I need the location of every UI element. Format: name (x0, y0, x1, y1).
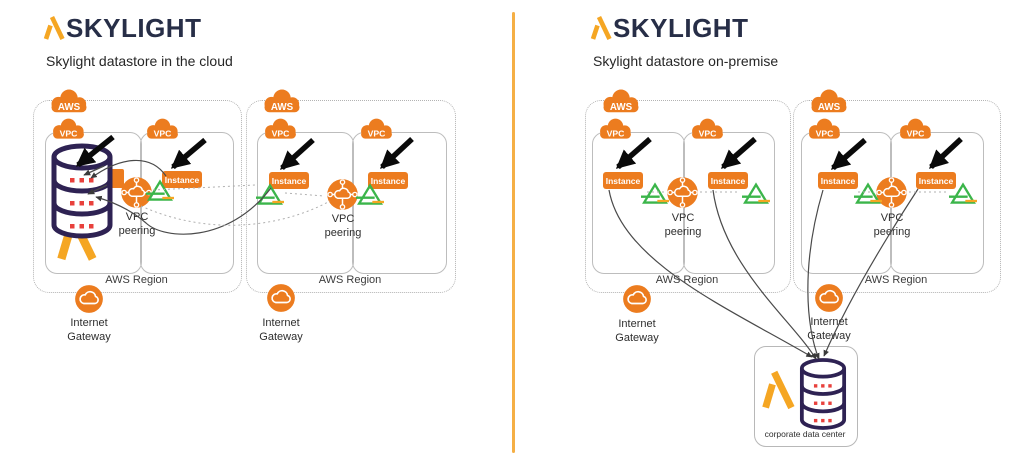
skylight-triangle-icon (641, 182, 669, 204)
skylight-lambda-icon (762, 370, 795, 410)
vpc-cloud-badge: VPC (53, 118, 84, 139)
aws-region-label: AWS Region (318, 274, 382, 286)
aws-cloud-badge: AWS (264, 89, 300, 113)
internet-gateway-icon (75, 285, 103, 313)
panel-divider (512, 12, 515, 453)
vpc-badge-label: VPC (816, 128, 834, 138)
vpc-badge-label: VPC (907, 128, 925, 138)
skylight-logo-text: SKYLIGHT (613, 13, 749, 44)
vpc-badge-label: VPC (154, 128, 172, 138)
instance-label: Instance (918, 175, 954, 186)
instance-badge: Instance (708, 172, 748, 189)
internet-gateway-icon (623, 285, 651, 313)
instance-label: Instance (710, 175, 746, 186)
instance-badge: Instance (162, 171, 202, 188)
right-panel-subtitle: Skylight datastore on-premise (593, 53, 779, 69)
vpc-cloud-badge: VPC (692, 118, 723, 139)
vpc-cloud-badge: VPC (147, 118, 178, 139)
vpc-badge-label: VPC (272, 128, 290, 138)
instance-label: Instance (820, 175, 856, 186)
vpc-peering-icon (667, 177, 698, 208)
vpc-cloud-badge: VPC (361, 118, 392, 139)
skylight-lambda-logo-icon (590, 16, 612, 40)
vpc-peering-icon (327, 179, 358, 210)
internet-gateway-icon (815, 284, 843, 312)
vpc-badge-label: VPC (607, 128, 625, 138)
instance-badge: Instance (269, 172, 309, 189)
instance-label: Instance (605, 175, 641, 186)
skylight-logo-text: SKYLIGHT (66, 13, 202, 44)
aws-region-label: AWS Region (655, 274, 719, 286)
skylight-lambda-logo-icon (43, 16, 65, 40)
aws-cloud-badge: AWS (51, 89, 87, 113)
aws-badge-label: AWS (58, 102, 81, 113)
aws-badge-label: AWS (271, 102, 294, 113)
corporate-data-center-label: corporate data center (764, 429, 846, 439)
instance-badge: Instance (916, 172, 956, 189)
skylight-triangle-icon (854, 182, 882, 204)
vpc-cloud-badge: VPC (900, 118, 931, 139)
left-panel-subtitle: Skylight datastore in the cloud (46, 53, 233, 69)
aws-cloud-badge: AWS (603, 89, 639, 113)
skylight-triangle-icon (356, 183, 384, 205)
skylight-logo-right: SKYLIGHT (590, 13, 749, 44)
vpc-badge-label: VPC (699, 128, 717, 138)
instance-label: Instance (370, 175, 406, 186)
vpc-badge-label: VPC (60, 128, 78, 138)
skylight-triangle-icon (949, 182, 977, 204)
vpc-cloud-badge: VPC (265, 118, 296, 139)
aws-region-label: AWS Region (105, 274, 168, 286)
aws-badge-label: AWS (610, 102, 633, 113)
internet-gateway-icon (267, 284, 295, 312)
instance-label: Instance (164, 174, 200, 185)
skylight-triangle-icon (742, 182, 770, 204)
datastore-icon (51, 143, 113, 239)
instance-badge: Instance (603, 172, 643, 189)
vpc-cloud-badge: VPC (600, 118, 631, 139)
skylight-triangle-icon (146, 179, 174, 201)
skylight-logo-left: SKYLIGHT (43, 13, 202, 44)
instance-badge: Instance (368, 172, 408, 189)
instance-badge: Instance (818, 172, 858, 189)
vpc-badge-label: VPC (368, 128, 386, 138)
aws-cloud-badge: AWS (811, 89, 847, 113)
instance-label: Instance (271, 175, 307, 186)
vpc-cloud-badge: VPC (809, 118, 840, 139)
datastore-icon (799, 358, 847, 430)
aws-badge-label: AWS (818, 102, 841, 113)
skylight-triangle-icon (256, 183, 284, 205)
